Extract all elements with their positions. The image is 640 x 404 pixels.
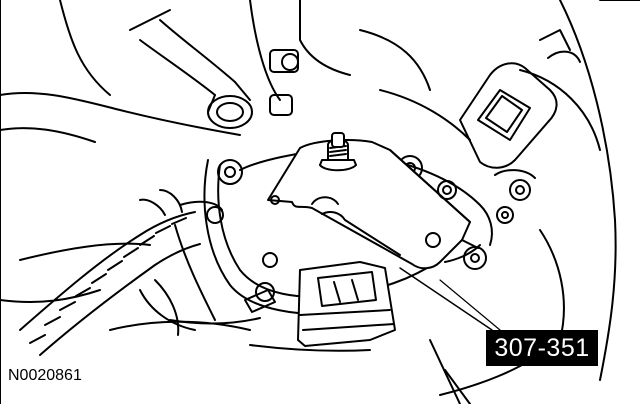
leader-line-secondary bbox=[439, 279, 501, 331]
mounting-stud bbox=[319, 132, 357, 172]
electrical-connector bbox=[297, 261, 396, 347]
wiring-harness bbox=[19, 189, 276, 356]
range-sensor-bracket bbox=[267, 139, 479, 270]
figure-id: N0020861 bbox=[8, 367, 82, 384]
leader-line bbox=[399, 267, 493, 331]
side-connector bbox=[459, 29, 581, 169]
mounting-bolts bbox=[281, 53, 514, 224]
tool-number-callout: 307-351 bbox=[486, 330, 598, 366]
coolant-hose bbox=[129, 9, 253, 129]
